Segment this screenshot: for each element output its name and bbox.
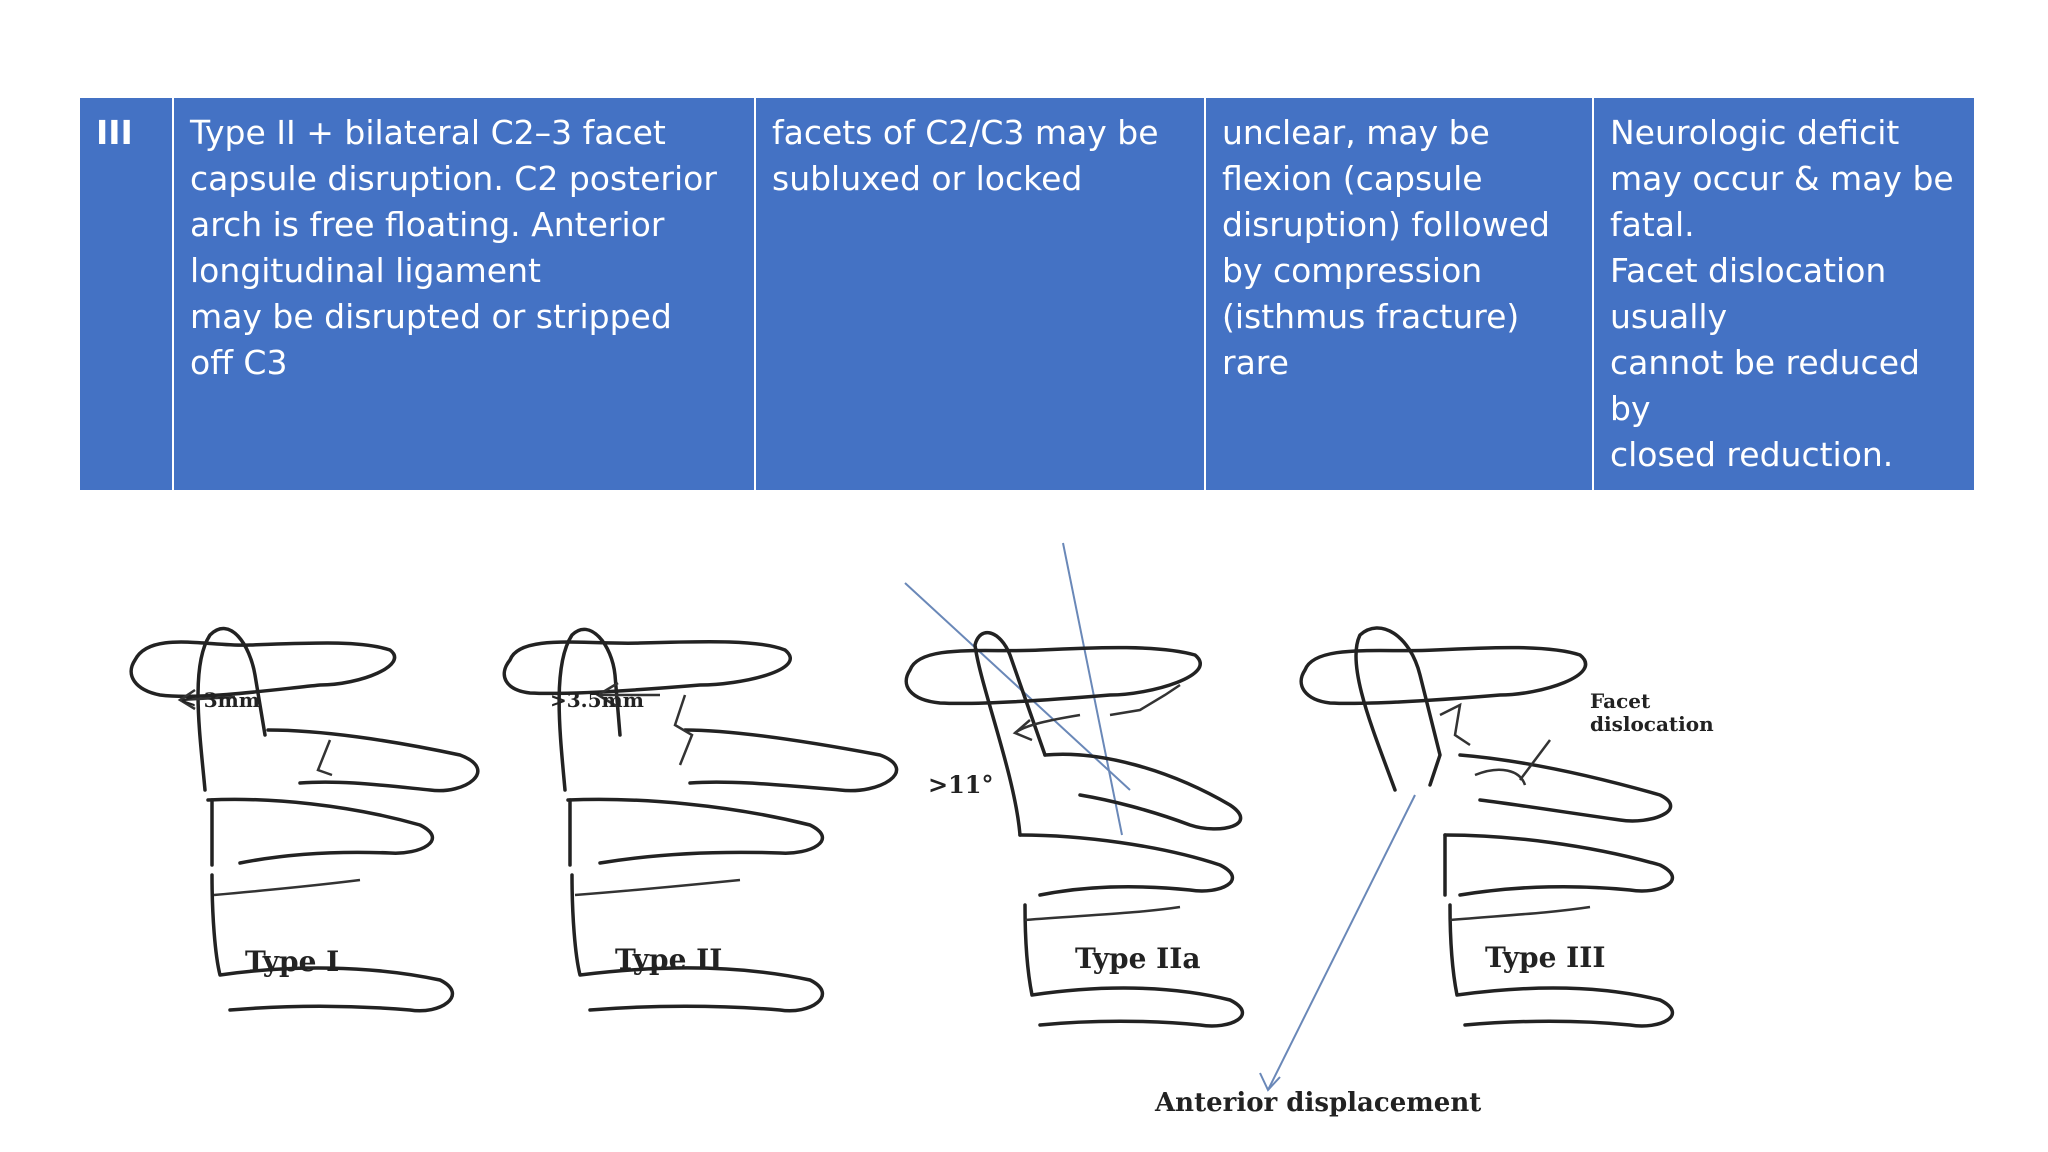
facet-label-line2: dislocation [1590,712,1714,736]
classification-table: III Type II + bilateral C2–3 facet capsu… [80,98,1974,490]
type-label: III [96,113,133,152]
description-text: Type II + bilateral C2–3 facet capsule d… [190,113,717,382]
notes-cell: Neurologic deficit may occur & may be fa… [1592,98,1974,490]
type-cell: III [80,98,173,490]
angle-line-b [1062,542,1123,836]
type1-label: Type I [245,945,339,978]
type2a-label: Type IIa [1075,942,1201,975]
measure-label-2: >3.5mm [550,688,644,712]
mechanism-text: unclear, may be flexion (capsule disrupt… [1222,113,1550,382]
mechanism-cell: unclear, may be flexion (capsule disrupt… [1204,98,1593,490]
type2-label: Type II [615,943,722,976]
anterior-arrow-head [1259,1072,1281,1092]
type2a-sketch [904,630,1245,1028]
angle-label: >11° [928,770,994,799]
anterior-arrow-line [1267,794,1416,1091]
findings-text: facets of C2/C3 may be subluxed or locke… [772,113,1159,198]
type1-sketch [129,626,480,1013]
table-row: III Type II + bilateral C2–3 facet capsu… [80,98,1974,490]
type2-sketch [502,627,899,1013]
angle-line-a [904,582,1131,791]
findings-cell: facets of C2/C3 may be subluxed or locke… [754,98,1205,490]
anterior-displacement-label: Anterior displacement [1154,1088,1481,1118]
notes-text: Neurologic deficit may occur & may be fa… [1610,113,1954,474]
fracture-diagram: < 3mm >3.5mm >11° Facet dislocation Type… [120,535,1820,1135]
facet-label-line1: Facet [1590,689,1651,713]
measure-label-1: < 3mm [180,688,260,712]
type3-sketch [1299,626,1675,1028]
description-cell: Type II + bilateral C2–3 facet capsule d… [172,98,755,490]
fracture-diagram-svg: < 3mm >3.5mm >11° Facet dislocation Type… [129,542,1714,1118]
type3-label: Type III [1485,941,1605,974]
